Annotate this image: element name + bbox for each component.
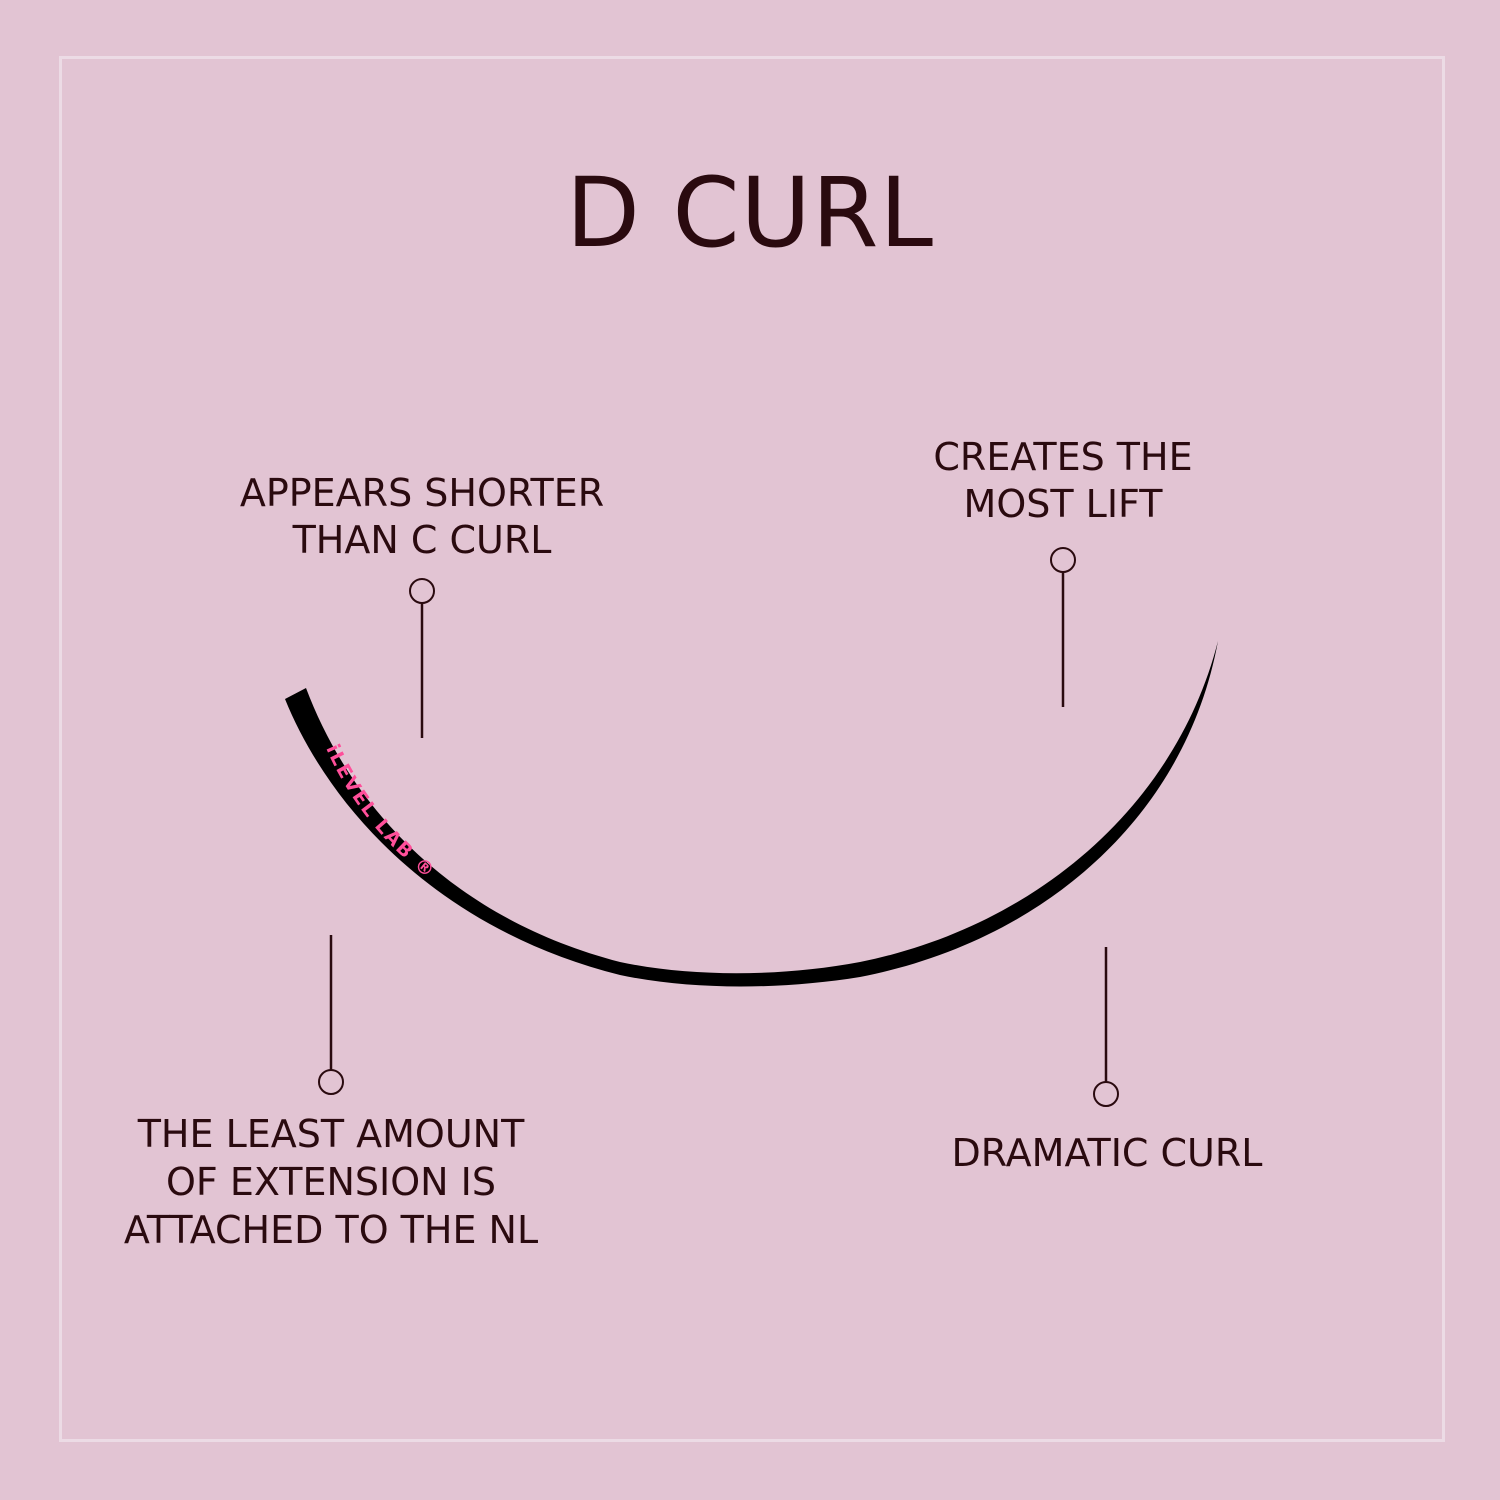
callout-least-extension: THE LEAST AMOUNT OF EXTENSION IS ATTACHE…	[123, 1112, 539, 1252]
callout-appears-shorter: APPEARS SHORTER THAN C CURL	[239, 471, 605, 562]
brand-label-path: iLEVEL LAB ®	[321, 741, 438, 883]
pointer-least-extension	[318, 935, 344, 1095]
callout-dramatic-curl: DRAMATIC CURL	[951, 1131, 1263, 1175]
lash-curve	[285, 641, 1218, 987]
callout-most-lift: CREATES THE MOST LIFT	[933, 435, 1193, 526]
pointer-appears-shorter	[409, 578, 435, 738]
brand-label: iLEVEL LAB ®	[321, 741, 440, 883]
border-frame	[59, 56, 1445, 1442]
pointer-most-lift	[1050, 547, 1076, 707]
pointer-dramatic-curl	[1093, 947, 1119, 1107]
page-title: D CURL	[566, 157, 934, 269]
